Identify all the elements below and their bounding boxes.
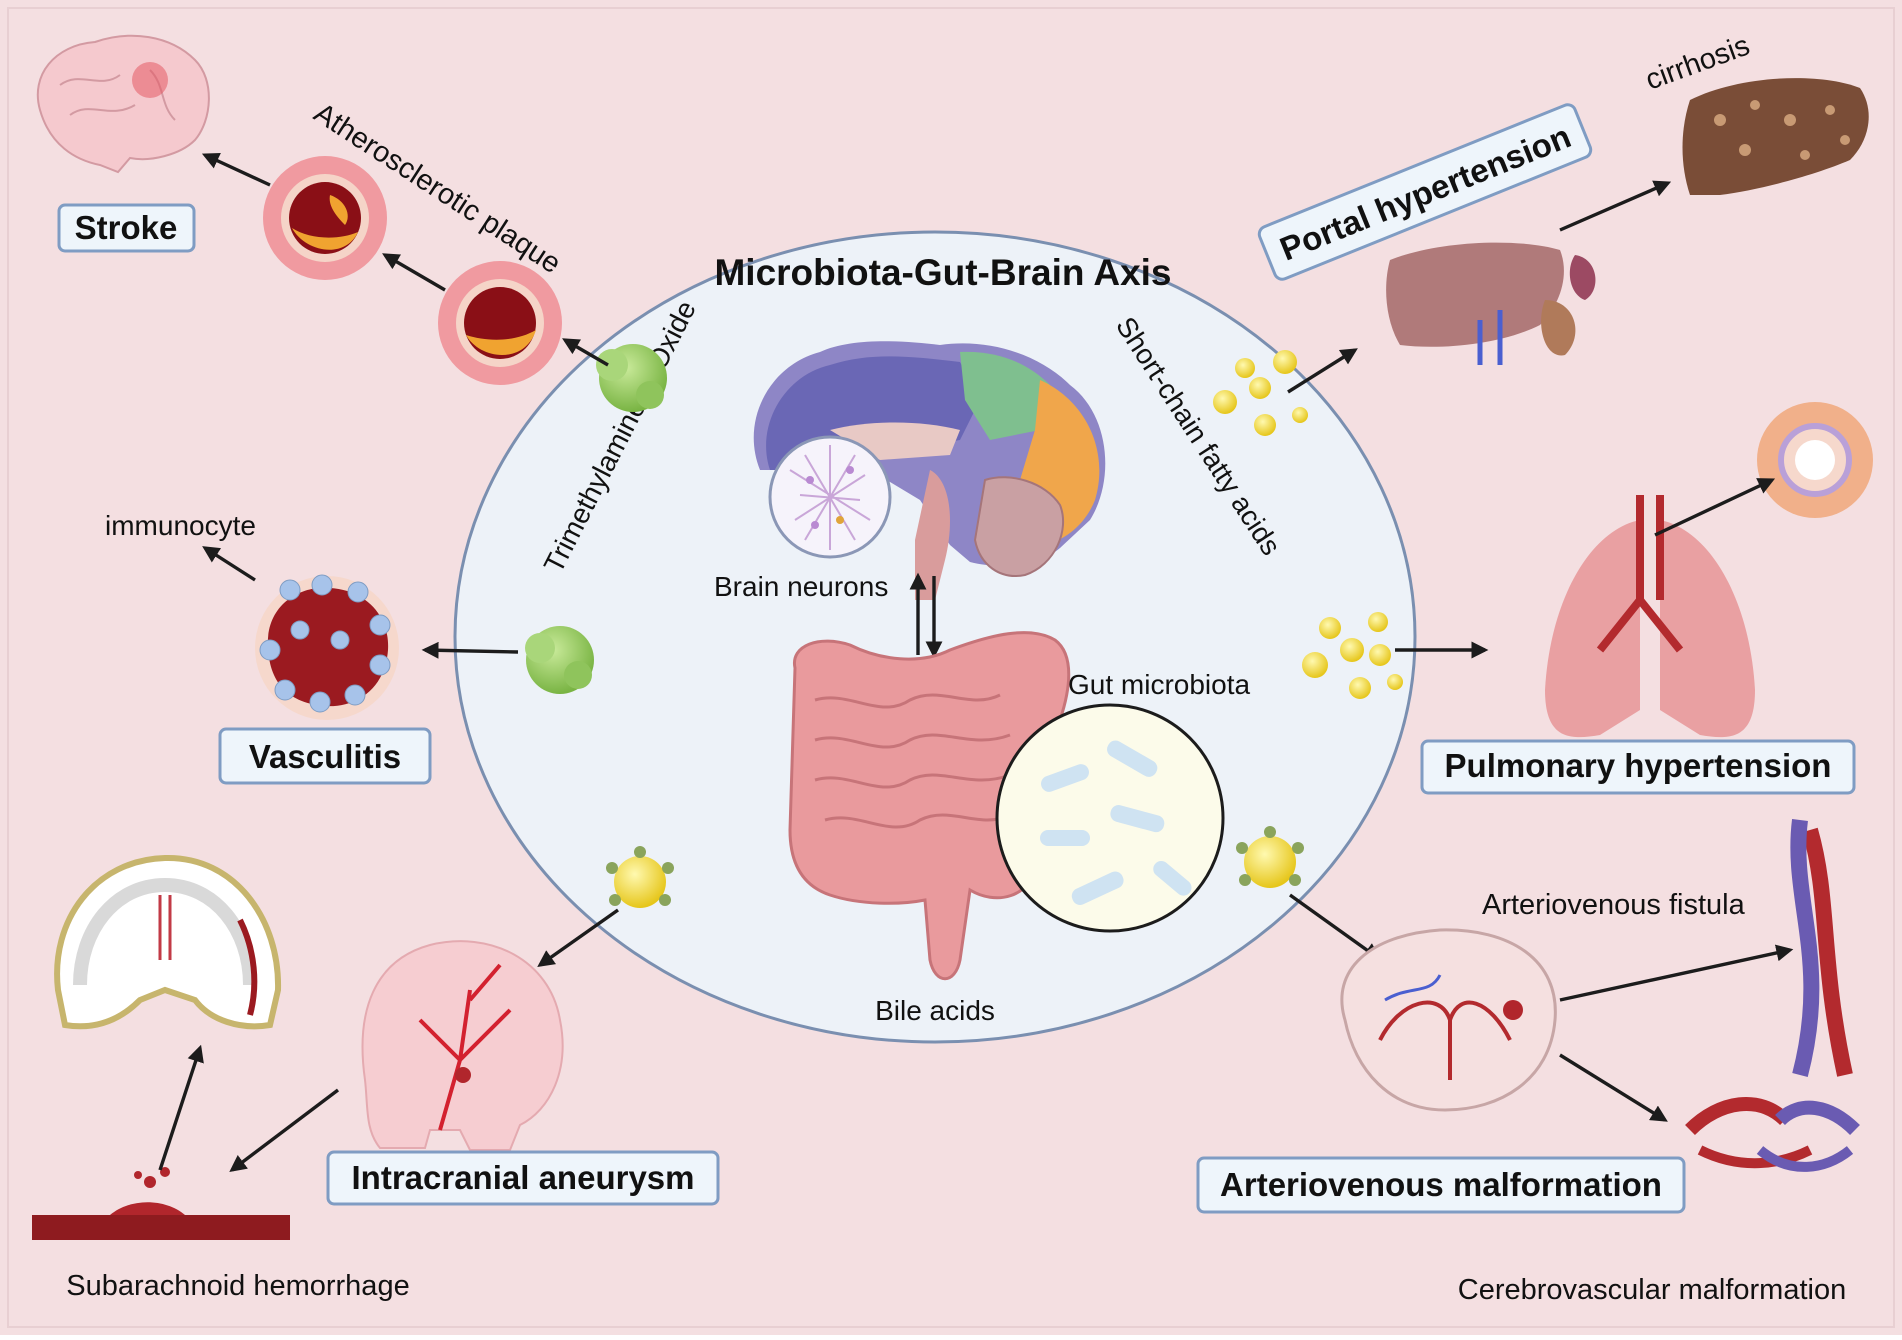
diagram-title: Microbiota-Gut-Brain Axis — [714, 252, 1171, 293]
label-cerebrovascular-malformation: Cerebrovascular malformation — [1458, 1274, 1846, 1306]
arrow-sah-to-brain — [158, 1044, 204, 1171]
arteriovenous-fistula-icon — [1790, 819, 1853, 1078]
arrow-to-immunocyte — [202, 546, 256, 582]
pulmonary-vessel-icon — [1757, 402, 1873, 518]
arrow-tmao-to-plaque — [562, 338, 609, 367]
label-gut-microbiota: Gut microbiota — [1068, 669, 1250, 700]
scfa-molecules-icon — [1213, 350, 1308, 436]
label-brain-neurons: Brain neurons — [714, 571, 888, 602]
tmao-molecule-icon — [525, 626, 594, 694]
disease-arteriovenous-malformation: Arteriovenous malformation — [1220, 1166, 1662, 1203]
label-bile-acids: Bile acids — [875, 995, 995, 1026]
arrow-aneurysm-to-sah — [229, 1088, 340, 1173]
arrow-bile-to-avm — [1289, 893, 1381, 960]
bile-acid-molecule-icon — [1236, 826, 1304, 888]
tmao-molecule-icon — [596, 344, 667, 412]
stroke-box — [57, 203, 196, 253]
stroke-brain-icon — [36, 34, 210, 174]
lungs-icon — [1545, 495, 1755, 738]
arrow-scfa-to-portal — [1287, 348, 1358, 394]
sah-brain-section-icon — [54, 854, 282, 1030]
microbiota-icon — [995, 703, 1225, 933]
avm-box — [1196, 1156, 1686, 1214]
label-immunocyte: immunocyte — [105, 510, 256, 541]
vasculitis-vessel-icon — [255, 574, 399, 720]
vascular-malformation-icon — [1685, 1097, 1860, 1172]
arrow-plaque-to-stroke — [201, 152, 271, 187]
arrow-portal-to-cirrhosis — [1559, 180, 1672, 232]
label-subarachnoid-hemorrhage: Subarachnoid hemorrhage — [66, 1270, 409, 1302]
arrow-plaque-to-plaque — [382, 253, 446, 292]
disease-vasculitis: Vasculitis — [249, 738, 401, 775]
scfa-molecules-icon — [1302, 612, 1403, 699]
aneurysm-box — [326, 1150, 720, 1206]
disease-pulmonary-hypertension: Pulmonary hypertension — [1445, 747, 1832, 784]
atherosclerotic-plaque-icon — [438, 261, 562, 385]
arrow-lungs-to-vessel — [1654, 478, 1776, 537]
arrow-avm-to-fistula — [1559, 944, 1794, 1002]
pulmonary-box — [1420, 739, 1856, 795]
bile-acid-molecule-icon — [606, 846, 674, 908]
arrow-tmao-to-vasculitis — [421, 641, 519, 659]
skull-aneurysm-icon — [361, 940, 564, 1151]
cirrhotic-liver-icon — [1682, 78, 1869, 195]
avm-brain-icon — [1340, 928, 1557, 1112]
brain-neurons-icon — [768, 435, 892, 559]
atherosclerotic-plaque-icon — [263, 156, 387, 280]
liver-kidney-icon — [1386, 242, 1596, 365]
label-arteriovenous-fistula: Arteriovenous fistula — [1482, 889, 1746, 921]
vasculitis-box — [218, 727, 432, 785]
arrow-avm-to-malformation — [1559, 1053, 1668, 1122]
disease-intracranial-aneurysm: Intracranial aneurysm — [352, 1159, 695, 1196]
arrow-bile-to-aneurysm — [537, 908, 619, 967]
background-border — [7, 7, 1895, 1328]
portal-box — [1257, 103, 1593, 281]
sah-vessel-icon — [32, 1167, 290, 1240]
disease-stroke: Stroke — [75, 209, 178, 246]
